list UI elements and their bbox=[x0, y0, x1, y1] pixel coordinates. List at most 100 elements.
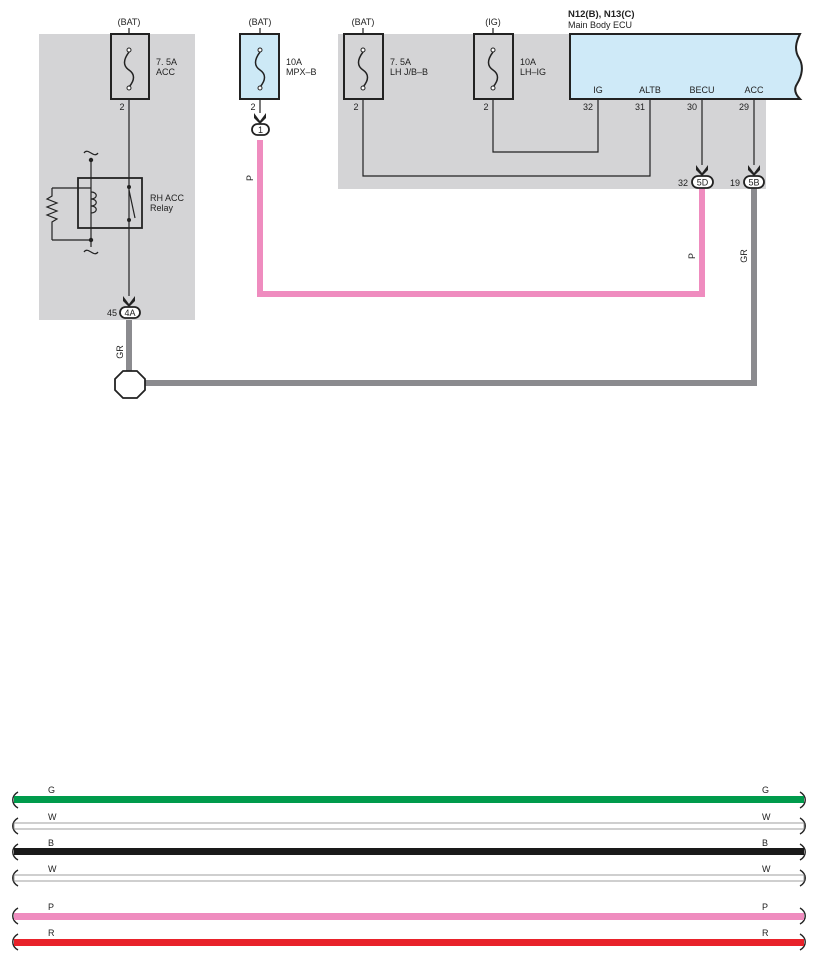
relay-box bbox=[77, 177, 143, 229]
fuse-lhig-rating: 10A bbox=[520, 57, 536, 67]
relay-node-1 bbox=[88, 157, 94, 163]
relay-switch-node-a bbox=[127, 185, 131, 189]
wire-legend: G G W W B B W W P P R R bbox=[12, 785, 806, 951]
wire-gr-acc-to-splice bbox=[145, 188, 757, 386]
legend-label-w1-left: W bbox=[48, 812, 57, 822]
ecu-name: Main Body ECU bbox=[568, 20, 632, 30]
fuse-mpxb-rating: 10A bbox=[286, 57, 302, 67]
legend-label-g-left: G bbox=[48, 785, 55, 795]
connector-5d-id: 5D bbox=[697, 178, 709, 188]
connector-1-arrow bbox=[254, 113, 266, 124]
fuse-mpxb-icon bbox=[254, 51, 266, 88]
legend-label-r-right: R bbox=[762, 928, 769, 938]
ecu-terminal-becu-pin: 30 bbox=[687, 102, 697, 112]
legend-label-p-right: P bbox=[762, 902, 768, 912]
legend-bracket-left-g bbox=[12, 791, 19, 809]
relay-name: RH ACC bbox=[150, 193, 185, 203]
fuse-acc-node-a bbox=[126, 47, 132, 53]
legend-bracket-right-p bbox=[799, 907, 806, 925]
legend-bracket-left-b bbox=[12, 843, 19, 861]
legend-wire-w2 bbox=[13, 874, 805, 882]
fuse-acc-box bbox=[110, 33, 150, 100]
fuse-acc-name: ACC bbox=[156, 67, 176, 77]
relay-node-2 bbox=[88, 237, 94, 243]
legend-wire-r bbox=[14, 939, 804, 946]
wire-label-relay-gr: GR bbox=[115, 345, 125, 359]
connector-4a-pin: 45 bbox=[107, 308, 117, 318]
legend-bracket-right-w1 bbox=[799, 817, 806, 835]
connector-5b-arrow bbox=[748, 165, 760, 176]
ecu-terminal-acc-pin: 29 bbox=[739, 102, 749, 112]
relay-coil-icon bbox=[90, 191, 97, 214]
wire-label-becu-p: P bbox=[687, 253, 697, 259]
fuse-lhig-icon bbox=[487, 51, 499, 88]
fuse-mpxb-node-a bbox=[257, 47, 263, 53]
fuse-lhjb-node-b bbox=[360, 85, 366, 91]
legend-label-w2-right: W bbox=[762, 864, 771, 874]
connector-1 bbox=[251, 123, 270, 136]
fuse-lhjb-rating: 7. 5A bbox=[390, 57, 411, 67]
connector-5d-arrow bbox=[696, 165, 708, 176]
fuse-lhjb-node-a bbox=[360, 47, 366, 53]
wire-lhjb-to-altb bbox=[362, 99, 651, 177]
fuse-mpxb-name: MPX–B bbox=[286, 67, 317, 77]
relay-resistor-icon bbox=[45, 188, 59, 240]
fuse-acc-rating: 7. 5A bbox=[156, 57, 177, 67]
ecu-terminal-ig-pin: 32 bbox=[583, 102, 593, 112]
ecu-terminal-becu-label: BECU bbox=[689, 85, 714, 95]
connector-5b-id: 5B bbox=[748, 178, 759, 188]
wire-lhig-to-ig bbox=[492, 99, 599, 153]
legend-bracket-right-g bbox=[799, 791, 806, 809]
legend-label-r-left: R bbox=[48, 928, 55, 938]
connector-4a bbox=[119, 306, 141, 319]
legend-bracket-left-p bbox=[12, 907, 19, 925]
relay-switch-icon bbox=[128, 189, 136, 219]
ecu-terminal-ig-label: IG bbox=[593, 85, 603, 95]
connector-5d bbox=[691, 175, 714, 189]
relay-switch-node-b bbox=[127, 218, 131, 222]
fuse-lhjb-icon bbox=[357, 51, 369, 88]
fuse-lhig-node-a bbox=[490, 47, 496, 53]
ecu-terminal-altb-label: ALTB bbox=[639, 85, 661, 95]
ecu-box bbox=[569, 33, 803, 100]
ecu-terminal-acc-label: ACC bbox=[744, 85, 764, 95]
fuse-lhjb-pin: 2 bbox=[353, 102, 358, 112]
relay-sub: Relay bbox=[150, 203, 174, 213]
legend-wire-p bbox=[14, 913, 804, 920]
ecu-terminal-altb-pin: 31 bbox=[635, 102, 645, 112]
fuse-acc-node-b bbox=[126, 85, 132, 91]
legend-label-w2-left: W bbox=[48, 864, 57, 874]
legend-wire-g bbox=[14, 796, 804, 803]
legend-bracket-right-b bbox=[799, 843, 806, 861]
legend-label-w1-right: W bbox=[762, 812, 771, 822]
legend-bracket-left-w2 bbox=[12, 869, 19, 887]
legend-bracket-left-w1 bbox=[12, 817, 19, 835]
legend-label-p-left: P bbox=[48, 902, 54, 912]
legend-wire-b bbox=[14, 848, 804, 855]
fuse-mpxb-node-b bbox=[257, 85, 263, 91]
connector-5b bbox=[743, 175, 765, 189]
fuse-mpxb-source: (BAT) bbox=[249, 17, 272, 27]
relay-break-top bbox=[83, 150, 99, 156]
fuse-lhig-source: (IG) bbox=[485, 17, 501, 27]
wire-p-mpx-to-becu bbox=[257, 140, 705, 297]
fuse-mpxb-pin: 2 bbox=[250, 102, 255, 112]
fuse-lhig-pin: 2 bbox=[483, 102, 488, 112]
legend-wire-w1 bbox=[13, 822, 805, 830]
connector-5d-pin: 32 bbox=[678, 178, 688, 188]
fuse-acc-source: (BAT) bbox=[118, 17, 141, 27]
fuse-lhjb-name: LH J/B–B bbox=[390, 67, 428, 77]
fuse-lhig-node-b bbox=[490, 85, 496, 91]
fuse-lhjb-source: (BAT) bbox=[352, 17, 375, 27]
connector-4a-arrow bbox=[123, 296, 135, 307]
relay-break-bottom bbox=[83, 249, 99, 255]
legend-label-b-left: B bbox=[48, 838, 54, 848]
fuse-lhig-name: LH–IG bbox=[520, 67, 546, 77]
connector-4a-id: 4A bbox=[124, 308, 135, 318]
wire-label-mpx-p: P bbox=[245, 175, 255, 181]
legend-bracket-left-r bbox=[12, 933, 19, 951]
legend-label-b-right: B bbox=[762, 838, 768, 848]
splice-point bbox=[114, 370, 146, 399]
legend-bracket-right-r bbox=[799, 933, 806, 951]
